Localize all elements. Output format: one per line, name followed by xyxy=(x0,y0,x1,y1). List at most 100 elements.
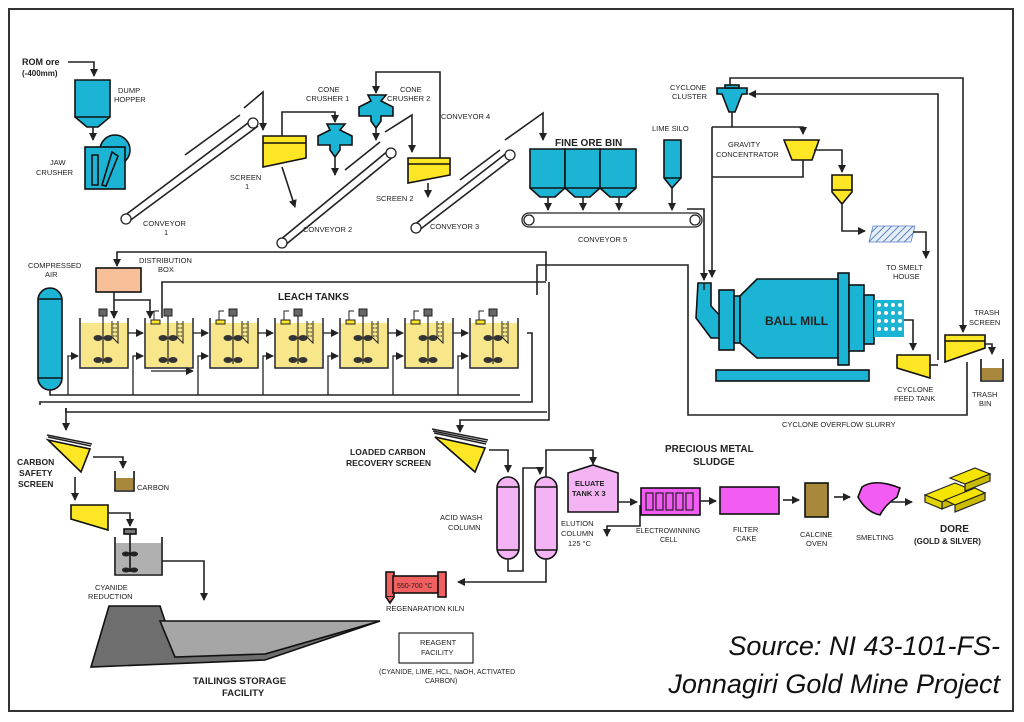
ball-mill: BALL MILL xyxy=(695,272,917,382)
compressed-air-label-2: AIR xyxy=(45,270,58,279)
rom-size-label: (-400mm) xyxy=(22,69,58,78)
tailings-storage-facility: TAILINGS STORAGE FACILITY xyxy=(89,605,381,699)
ball-mill-label: BALL MILL xyxy=(765,314,828,328)
trash-bin-label-2: BIN xyxy=(979,399,992,408)
acid-wash-label-2: COLUMN xyxy=(448,523,481,532)
electrowinning-cell: ELECTROWINNING CELL xyxy=(636,487,717,544)
conveyor-2-label: CONVEYOR 2 xyxy=(303,225,352,234)
cyclone-feed-label-1: CYCLONE xyxy=(897,385,933,394)
cone-crusher-2-label-2: CRUSHER 2 xyxy=(387,94,430,103)
leach-tank xyxy=(392,308,469,395)
rom-ore-label: ROM ore xyxy=(22,57,60,67)
acid-wash-label-1: ACID WASH xyxy=(440,513,482,522)
conveyor-4-label: CONVEYOR 4 xyxy=(441,112,490,121)
distribution-box: DISTRIBUTION BOX xyxy=(95,251,547,319)
ew-cell-label-2: CELL xyxy=(660,537,678,544)
elution-label-3: 125 °C xyxy=(568,539,592,548)
lime-silo: LIME SILO xyxy=(652,124,689,211)
calcine-label-2: OVEN xyxy=(806,539,827,548)
precious-metal-sludge: PRECIOUS METAL SLUDGE xyxy=(665,444,754,468)
tailings-label-1: TAILINGS STORAGE xyxy=(193,676,286,687)
leach-tanks-label: LEACH TANKS xyxy=(278,292,349,303)
conveyor-5: CONVEYOR 5 xyxy=(521,208,708,281)
filter-cake-label-2: CAKE xyxy=(736,534,756,543)
pm-sludge-label-2: SLUDGE xyxy=(693,457,735,468)
dore-gold-bars: DORE (GOLD & SILVER) xyxy=(914,467,992,546)
conveyor-3: CONVEYOR 3 xyxy=(410,111,547,234)
to-smelt-label-2: HOUSE xyxy=(893,272,920,281)
regeneration-kiln: 550-700 °C REGENARATION KILN xyxy=(385,571,464,613)
jaw-crusher-label-1: JAW xyxy=(50,158,66,167)
filter-cake-label-1: FILTER xyxy=(733,525,759,534)
loaded-carbon-recovery-screen: LOADED CARBON RECOVERY SCREEN xyxy=(346,428,512,474)
cone-crusher-2-label-1: CONE xyxy=(400,85,422,94)
gravity-concentrator: GRAVITY CONCENTRATOR TO SMELT HOUSE xyxy=(712,139,930,281)
conveyor-1-number: 1 xyxy=(164,228,168,237)
smelting-label: SMELTING xyxy=(856,533,894,542)
loaded-carbon-label-2: RECOVERY SCREEN xyxy=(346,458,431,468)
screen-2: SCREEN 2 CONVEYOR 4 xyxy=(376,112,490,203)
leach-tanks xyxy=(67,308,519,395)
tailings-label-2: FACILITY xyxy=(222,688,265,699)
leach-tank xyxy=(67,308,144,395)
jaw-crusher-label-2: CRUSHER xyxy=(36,168,74,177)
acid-wash-column: ACID WASH COLUMN xyxy=(440,467,544,572)
conveyor-2: CONVEYOR 2 xyxy=(276,113,416,249)
carbon-safety-label-2: SAFETY xyxy=(19,468,53,478)
cyanide-reduction-label-1: CYANIDE xyxy=(95,583,128,592)
cyclone-cluster-label-2: CLUSTER xyxy=(672,92,708,101)
leach-tank xyxy=(262,308,339,395)
rom-ore-feed: ROM ore (-400mm) xyxy=(22,57,98,78)
conveyor-5-label: CONVEYOR 5 xyxy=(578,235,627,244)
cyclone-feed-tank: CYCLONE FEED TANK xyxy=(894,354,938,403)
dump-hopper: DUMP HOPPER xyxy=(74,79,146,141)
distribution-box-label-2: BOX xyxy=(158,265,174,274)
loaded-carbon-label-1: LOADED CARBON xyxy=(350,447,426,457)
ew-cell-label-1: ELECTROWINNING xyxy=(636,528,700,535)
reagent-facility: REAGENT FACILITY (CYANIDE, LIME, HCL, Na… xyxy=(379,632,515,685)
gravity-label-2: CONCENTRATOR xyxy=(716,150,779,159)
cyclone-cluster: CYCLONE CLUSTER xyxy=(670,77,967,360)
gravity-label-1: GRAVITY xyxy=(728,140,760,149)
distribution-box-label-1: DISTRIBUTION xyxy=(139,256,192,265)
jaw-crusher: JAW CRUSHER xyxy=(36,134,131,190)
dump-hopper-label-2: HOPPER xyxy=(114,95,146,104)
screen-1: SCREEN 1 xyxy=(230,111,339,208)
smelting: SMELTING xyxy=(856,481,913,542)
leach-tank xyxy=(457,308,519,395)
fine-ore-bin-label: FINE ORE BIN xyxy=(555,138,622,149)
cone-crusher-1: CONE CRUSHER 1 xyxy=(306,85,353,176)
dore-label: DORE xyxy=(940,524,969,535)
elution-label-1: ELUTION xyxy=(561,519,594,528)
screen-1-label: SCREEN xyxy=(230,173,261,182)
dore-subtitle: (GOLD & SILVER) xyxy=(914,537,981,546)
reagent-label-2: FACILITY xyxy=(421,648,454,657)
compressed-air-label-1: COMPRESSED xyxy=(28,261,82,270)
elution-column: ELUTION COLUMN 125 °C xyxy=(457,449,597,586)
cone-crusher-2: CONE CRUSHER 2 xyxy=(358,71,441,158)
reagent-list-2: CARBON) xyxy=(425,678,457,685)
fine-ore-bin: FINE ORE BIN xyxy=(529,138,637,211)
eluate-label-1: ELUATE xyxy=(575,479,604,488)
kiln-temp-label: 550-700 °C xyxy=(397,582,433,590)
trash-bin-label-1: TRASH xyxy=(972,390,997,399)
calcine-oven: CALCINE OVEN xyxy=(800,482,851,548)
trash-screen-label-1: TRASH xyxy=(974,308,999,317)
trash-screen: TRASH SCREEN TRASH BIN CYCLONE OVERFLOW … xyxy=(536,264,1004,429)
lime-silo-label: LIME SILO xyxy=(652,124,689,133)
carbon-safety-label-3: SCREEN xyxy=(18,479,53,489)
elution-label-2: COLUMN xyxy=(561,529,594,538)
carbon-safety-screen: CARBON SAFETY SCREEN CARBON xyxy=(17,408,169,532)
cyclone-cluster-label-1: CYCLONE xyxy=(670,83,706,92)
screen-2-label: SCREEN 2 xyxy=(376,194,414,203)
leach-tank xyxy=(132,308,209,395)
leach-tank xyxy=(197,308,274,395)
calcine-label-1: CALCINE xyxy=(800,530,833,539)
cyanide-reduction-tank: CYANIDE REDUCTION xyxy=(88,528,208,601)
eluate-label-2: TANK X 3 xyxy=(572,489,606,498)
pm-sludge-label-1: PRECIOUS METAL xyxy=(665,444,754,455)
carbon-label: CARBON xyxy=(137,483,169,492)
source-line-2: Jonnagiri Gold Mine Project xyxy=(667,669,1001,699)
reagent-label-1: REAGENT xyxy=(420,638,457,647)
